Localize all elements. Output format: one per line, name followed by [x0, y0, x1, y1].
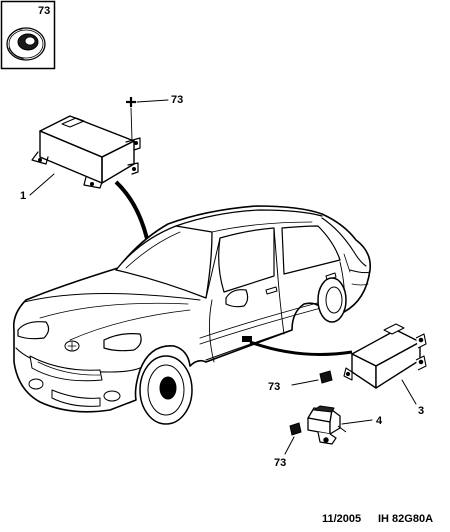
- footer: 11/2005 IH 82G80A: [322, 513, 433, 525]
- callout-73-lower-pad: 73: [274, 422, 302, 469]
- car-illustration: [12, 205, 372, 425]
- airbag-ecu: [31, 115, 141, 189]
- callout-3: 3: [401, 379, 424, 417]
- footer-reference: IH 82G80A: [378, 513, 433, 525]
- callout-73-top: 73: [126, 94, 183, 141]
- pad-icon: [289, 422, 302, 436]
- plus-icon: [126, 97, 136, 107]
- callout-label: 73: [268, 381, 280, 393]
- callout-label: 1: [20, 190, 26, 202]
- callout-4: 4: [341, 415, 383, 427]
- footer-date: 11/2005: [322, 513, 361, 525]
- inset-box: 73: [0, 0, 56, 70]
- callout-label: 73: [171, 94, 183, 106]
- washer-icon: [6, 27, 46, 61]
- inset-callout-label: 73: [38, 5, 50, 17]
- callout-label: 73: [274, 457, 286, 469]
- side-module-location-leader: [249, 340, 353, 356]
- callout-label: 3: [418, 405, 424, 417]
- callout-73-upper-pad: 73: [268, 370, 333, 393]
- side-crash-module: [343, 323, 427, 389]
- crash-sensor: [307, 405, 347, 445]
- callout-1: 1: [20, 173, 55, 202]
- callout-label: 4: [376, 415, 383, 427]
- pad-icon: [319, 370, 333, 384]
